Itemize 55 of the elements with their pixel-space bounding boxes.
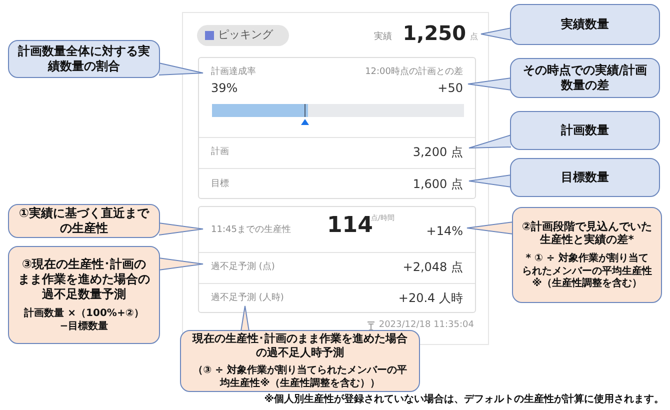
callout-pointer — [158, 258, 204, 270]
callout-text: ③現在の生産性･計画のまま作業を進めた場合の過不足数量予測 — [17, 257, 151, 302]
callout-pointer — [468, 134, 512, 148]
callout-pointer — [468, 174, 512, 188]
callout-text: ②計画段階で見込んでいた生産性と実績の差* — [521, 220, 653, 247]
callout-note: 計画数量 ×（100%+②）−目標数量 — [23, 308, 145, 333]
footnote: ※個人別生産性が登録されていない場合は、デフォルトの生産性が計算に使用されます。 — [264, 392, 664, 407]
row-value: 3,200 点 — [412, 144, 463, 161]
callout-bubble — [510, 58, 660, 98]
callout-pointer — [158, 222, 204, 236]
callout-pointer — [240, 306, 250, 332]
metric-value: +50 — [438, 80, 463, 97]
callout-bubble — [8, 40, 160, 78]
callout-pointer — [468, 78, 512, 90]
callout-pointer — [480, 28, 512, 40]
callout-bubble — [512, 207, 662, 303]
callout-text: 目標数量 — [561, 170, 609, 185]
row-label: 過不足予測 (人時) — [211, 292, 284, 305]
metrics-panel — [198, 206, 476, 313]
row-value: +20.4 人時 — [398, 290, 463, 307]
callout-note: * ① ÷ 対象作業が割り当てられたメンバーの平均生産性※（生産性調整を含む） — [521, 253, 653, 290]
callout-bubble — [510, 4, 660, 45]
row-label: 11:45までの生産性 — [211, 224, 291, 237]
unit-text: 点 — [470, 31, 478, 43]
callout-text: ①実績に基づく直近までの生産性 — [18, 206, 150, 236]
metric-label: 12:00時点の計画との差 — [365, 66, 463, 79]
row-label: 計画 — [211, 146, 229, 159]
callout-text: 実績数量 — [561, 17, 609, 32]
callout-bubble — [510, 158, 660, 197]
tag-label: ピッキング — [218, 27, 273, 44]
tag-pill — [197, 25, 289, 46]
callout-bubble — [8, 204, 160, 238]
metric-value: 39% — [211, 80, 238, 97]
row-label: 目標 — [211, 178, 229, 191]
metric-value: 1,250 — [402, 23, 466, 43]
metric-label: 実績 — [374, 31, 392, 44]
callout-text: 現在の生産性･計画のまま作業を進めた場合の過不足人時予測 — [191, 332, 408, 360]
callout-text: 計画数量全体に対する実績数量の割合 — [17, 44, 151, 74]
callout-pointer — [158, 62, 204, 76]
callout-note: （③ ÷ 対象作業が割り当てられたメンバーの平均生産性※（生産性調整を含む）） — [192, 365, 408, 390]
metric-value: 114 — [327, 215, 373, 237]
callout-bubble — [8, 246, 160, 344]
row-value: +14% — [426, 223, 463, 240]
row-value: 1,600 点 — [412, 176, 463, 193]
row-label: 過不足予測 (点) — [211, 261, 275, 274]
callout-text: 計画数量 — [561, 123, 609, 138]
timestamp: 2023/12/18 11:35:04 — [378, 319, 474, 332]
callout-bubble — [180, 330, 420, 392]
metric-label: 計画達成率 — [211, 66, 256, 79]
callout-pointer — [466, 222, 514, 234]
card-panel — [182, 12, 489, 345]
row-value: +2,048 点 — [402, 259, 463, 276]
metrics-panel — [198, 57, 476, 199]
callout-text: その時点での実績/計画数量の差 — [522, 63, 648, 93]
callout-bubble — [510, 111, 660, 150]
